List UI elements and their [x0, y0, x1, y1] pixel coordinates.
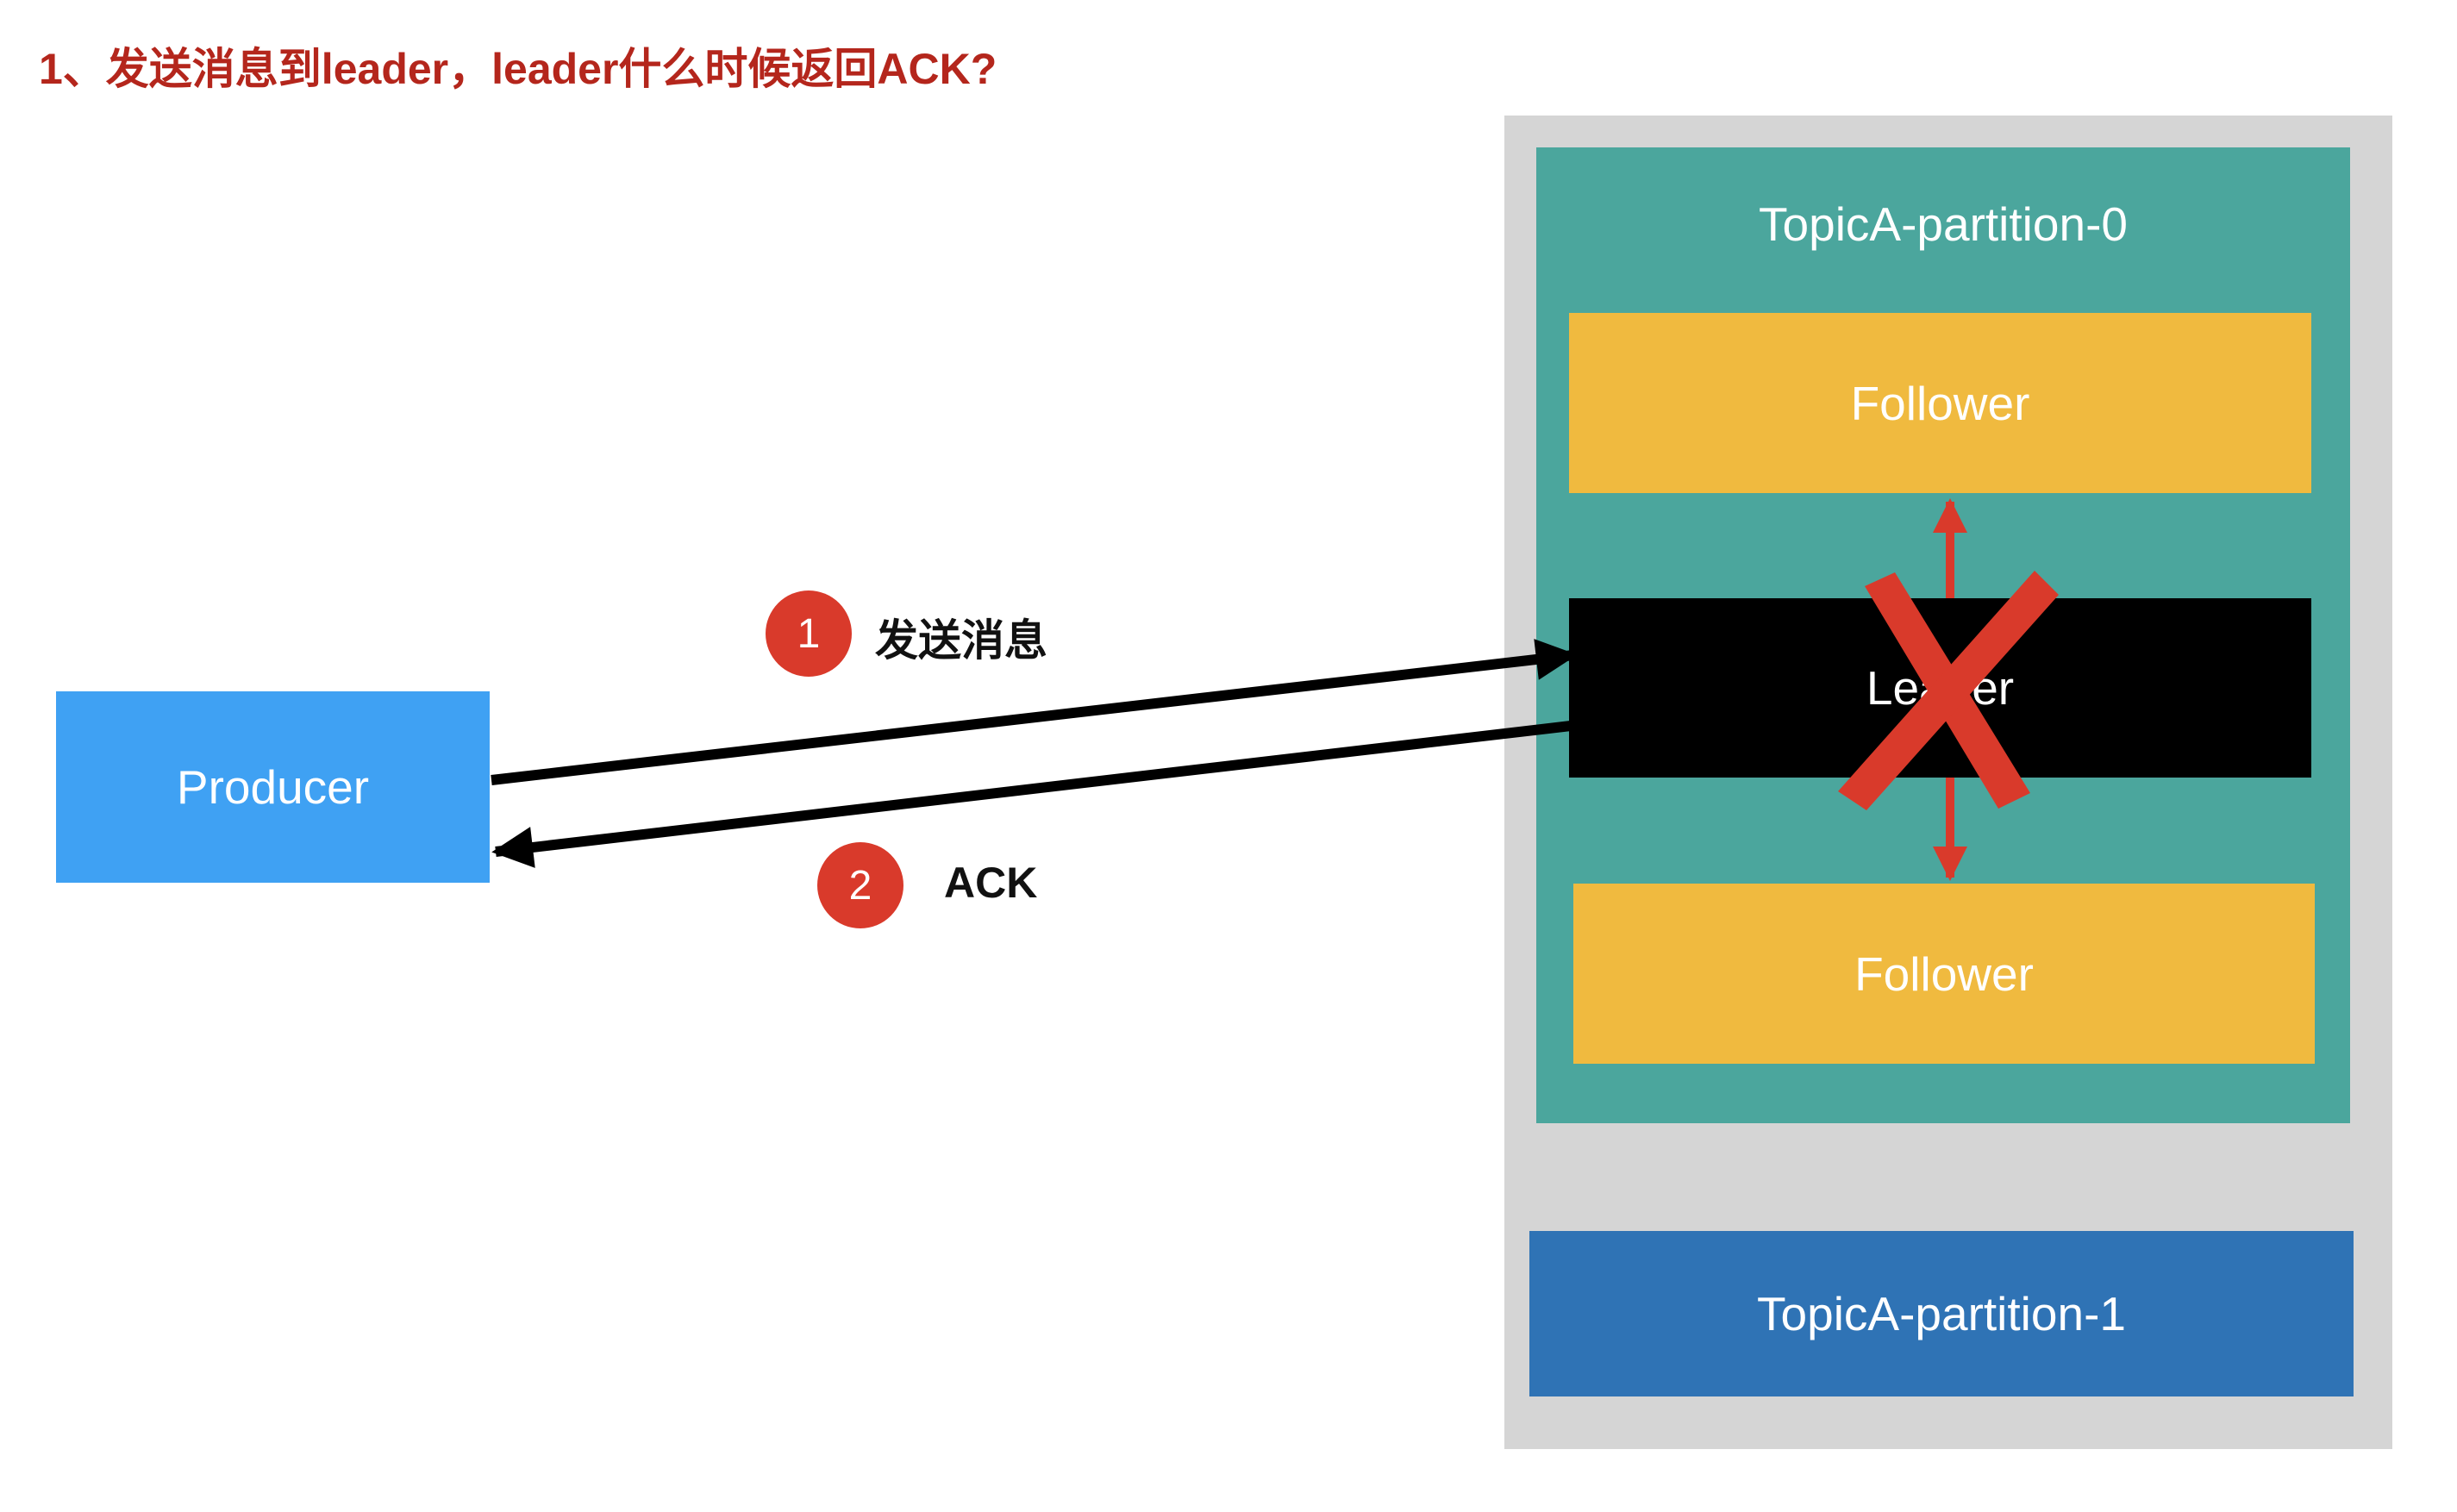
- step-2-badge: 2: [817, 842, 903, 928]
- step-1-label: 发送消息: [875, 616, 1047, 665]
- follower-bottom-box: Follower: [1573, 884, 2315, 1064]
- step-1-number: 1: [797, 610, 821, 657]
- step-1-badge: 1: [766, 590, 852, 677]
- partition-1-label: TopicA-partition-1: [1757, 1287, 2126, 1340]
- page-title: 1、发送消息到leader，leader什么时候返回ACK?: [39, 45, 997, 93]
- red-cross-icon: [1838, 571, 2059, 810]
- step-2-label: ACK: [944, 859, 1038, 907]
- producer-box: Producer: [56, 691, 490, 883]
- step-2-number: 2: [848, 862, 872, 909]
- producer-label: Producer: [176, 760, 370, 814]
- send-message-arrow: [491, 639, 1578, 785]
- partition-0-label: TopicA-partition-0: [1759, 197, 2128, 251]
- follower-top-label: Follower: [1850, 376, 2030, 430]
- partition-1-box: TopicA-partition-1: [1529, 1231, 2354, 1396]
- follower-bottom-label: Follower: [1854, 947, 2034, 1001]
- ack-arrow: [491, 721, 1572, 868]
- follower-top-box: Follower: [1569, 313, 2311, 493]
